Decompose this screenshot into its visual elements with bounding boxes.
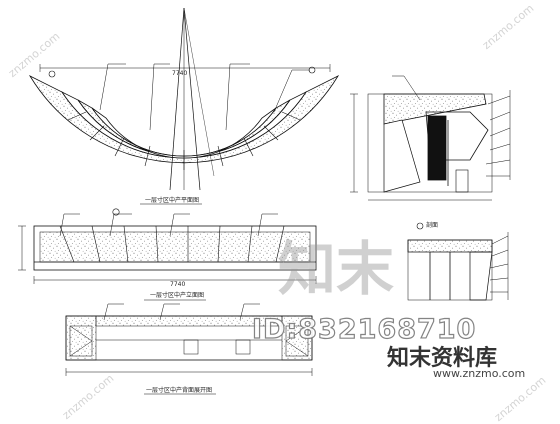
section-caption: 剖面 [426,222,439,229]
front-elev-panels [59,225,285,263]
plan-leaders [99,63,310,131]
plan-projection-line [169,7,185,191]
front-elevation-caption: 一层寸区中产立面图 [150,292,205,299]
plan-caption: 一层寸区中产平面图 [145,197,200,204]
section-counter-top [383,93,487,125]
rear-elev-doors [69,325,309,357]
logo-watermark: 知末 [278,235,395,303]
site-name-watermark: 知末资料库 [387,346,498,371]
section-leaders [392,75,511,180]
plan-base [91,107,277,159]
plan-dimension-lines [39,64,331,72]
rear-elevation [65,303,313,376]
section-dimension [350,93,492,201]
rear-elev-dimension [65,368,313,376]
rear-elevation-caption: 一层寸区中产背面展开图 [146,387,213,394]
plan-view [28,7,340,191]
front-width-dimension: 7740 [170,281,186,288]
section-view-upper [350,75,511,201]
front-elev-outline [33,225,317,271]
front-elevation [18,208,317,284]
front-elev-leaders [59,213,278,237]
section-view-lower [407,222,509,301]
site-url-watermark: www.znzmo.com [433,367,526,380]
plan-width-dimension: 7740 [172,70,188,77]
rear-elev-leaders [103,303,260,321]
front-elev-dimension [18,225,317,284]
id-watermark: ID:832168710 [251,313,477,345]
plan-marker [48,70,56,78]
